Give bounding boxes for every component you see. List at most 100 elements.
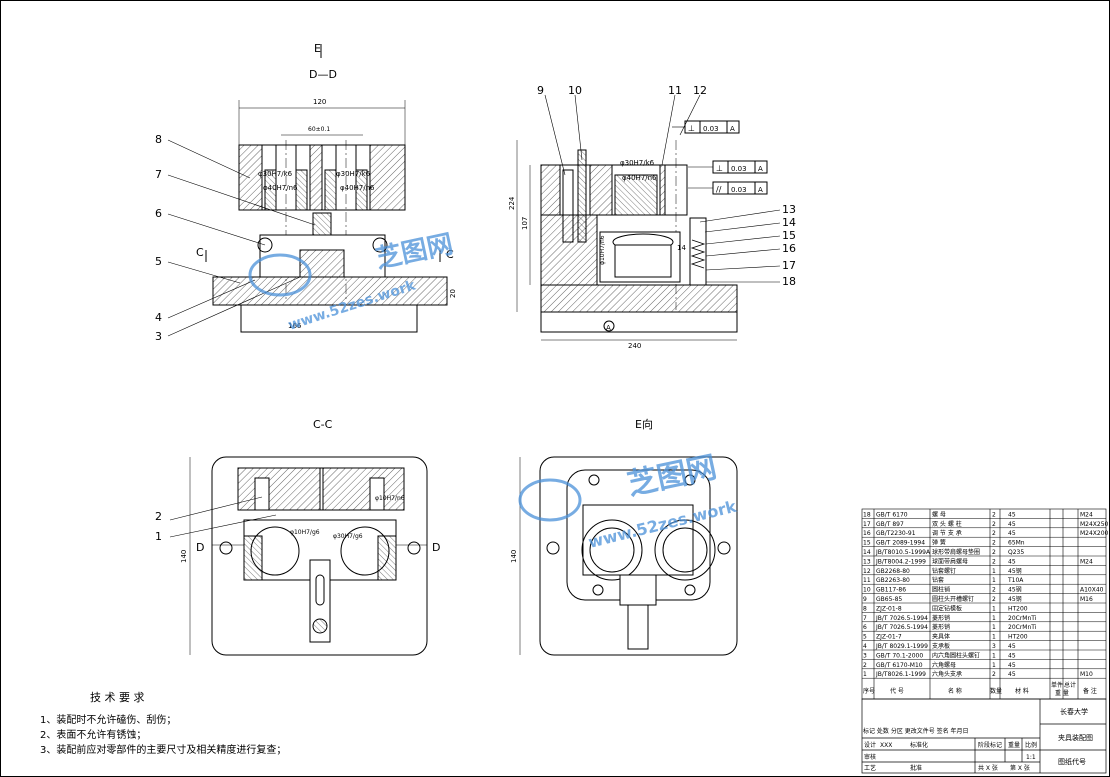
bom-cell-code: GB2263-80 <box>876 577 910 584</box>
tb-sheet-no: 第 X 张 <box>1010 764 1030 772</box>
callout-5: 5 <box>155 255 162 268</box>
bom-cell-qty: 2 <box>992 549 996 556</box>
bom-cell-mat: 45 <box>1008 671 1016 678</box>
bom-cell-no: 3 <box>863 652 867 659</box>
dim-107: 107 <box>521 217 529 230</box>
fit-4: φ40H7/n6 <box>340 184 375 192</box>
bom-cell-name: 菱形销 <box>932 623 950 631</box>
tb-design-label: 设计 <box>864 741 876 749</box>
callout-17: 17 <box>782 259 796 272</box>
bom-cell-no: 8 <box>863 605 867 612</box>
bom-cell-code: JB/T8026.1-1999 <box>875 671 926 678</box>
bom-cell-qty: 1 <box>992 662 996 669</box>
dim-14: 14 <box>677 244 686 252</box>
title-block-text: 长春大学 夹具装配图 图纸代号 标记 处数 分区 更改文件号 签名 年月日 设计… <box>863 707 1093 772</box>
bom-cell-no: 13 <box>863 558 871 565</box>
tb-check-label: 审核 <box>864 753 876 761</box>
bom-cell-qty: 1 <box>992 568 996 575</box>
bom-cell-mat: 45 <box>1008 530 1016 537</box>
callout-3: 3 <box>155 330 162 343</box>
cc-callouts: 2 1 <box>155 510 162 543</box>
bom-cell-note: M24X250 <box>1080 521 1109 528</box>
tol-value-3: 0.03 <box>731 186 747 194</box>
bom-cell-no: 10 <box>863 587 871 594</box>
bom-h-code: 代 号 <box>890 687 904 695</box>
bom-cell-name: 六角螺母 <box>932 661 956 669</box>
fit-1: φ30H7/k6 <box>258 170 293 178</box>
callout-16: 16 <box>782 242 796 255</box>
bom-cell-note: M24 <box>1080 558 1093 565</box>
fit-3: φ30H7/k6 <box>336 170 371 178</box>
side-base <box>540 284 738 313</box>
bom-cell-name: 圆柱销 <box>932 586 950 594</box>
bom-cell-code: ZJZ-01-8 <box>876 605 902 612</box>
bom-cell-code: ZJZ-01-7 <box>876 634 902 641</box>
tol-value-2: 0.03 <box>731 165 747 173</box>
bom-h-name: 名 称 <box>948 687 962 695</box>
bom-cell-mat: 65Mn <box>1008 540 1025 547</box>
bom-cell-code: GB/T 6170-M10 <box>876 662 923 669</box>
callout-10: 10 <box>568 84 582 97</box>
bom-cell-name: 螺 母 <box>932 510 946 518</box>
bom-cell-mat: 20CrMnTi <box>1008 615 1037 622</box>
view-cc: C-C 140 φ10H7/n6 φ10H7/g6 φ30H7/g6 D D <box>169 418 440 656</box>
tech-note-1: 1、装配时不允许磕伤、刮伤； <box>40 715 177 726</box>
bom-cell-mat: 45钢 <box>1008 567 1022 575</box>
callout-11: 11 <box>668 84 682 97</box>
tol-sym-2: ⊥ <box>716 164 723 173</box>
bom-cell-mat: HT200 <box>1008 605 1028 612</box>
bom-h-weight: 重 量 <box>1055 689 1069 697</box>
bom-cell-name: 调 节 支 承 <box>932 529 962 537</box>
tol-sym-3: // <box>716 185 722 194</box>
tech-notes: 技 术 要 求 1、装配时不允许磕伤、刮伤； 2、表面不允许有锈蚀； 3、装配前… <box>40 690 440 758</box>
bom-cell-qty: 2 <box>992 596 996 603</box>
section-d-left: D <box>196 541 204 554</box>
bom-cell-name: 圆柱头开槽螺钉 <box>932 595 974 603</box>
callout-6: 6 <box>155 207 162 220</box>
view-side: 240 107 224 14 φ10H7/n6 φ30H7/k6 φ40H7/n… <box>508 94 781 350</box>
section-c-right: C <box>446 248 454 261</box>
bom-cell-no: 11 <box>863 577 871 584</box>
callout-8: 8 <box>155 133 162 146</box>
bom-cell-no: 7 <box>863 615 867 622</box>
bom-cell-name: 支承板 <box>932 642 950 650</box>
dim-140-right: 140 <box>510 550 518 563</box>
bom-cell-mat: 45 <box>1008 521 1016 528</box>
bom-cell-qty: 1 <box>992 624 996 631</box>
dim-120: 120 <box>313 98 326 106</box>
bom-cell-qty: 2 <box>992 558 996 565</box>
callout-13: 13 <box>782 203 796 216</box>
bom-cell-qty: 1 <box>992 605 996 612</box>
bom-cell-code: GB117-86 <box>876 587 906 594</box>
bom-cell-name: 固定钻模板 <box>932 604 962 612</box>
bom-cell-no: 5 <box>863 634 867 641</box>
bom-cell-name: 双 头 螺 柱 <box>932 520 962 528</box>
tol-datum-1: A <box>730 125 735 133</box>
bom-cell-qty: 2 <box>992 587 996 594</box>
bom-cell-code: JB/T8004.2-1999 <box>875 558 926 565</box>
bom-cell-code: GB/T 70.1-2000 <box>876 652 923 659</box>
bom-cell-mat: Q235 <box>1008 549 1024 556</box>
tb-drawing: 夹具装配图 <box>1058 733 1093 742</box>
bom-cell-code: GB2268-80 <box>876 568 910 575</box>
tech-notes-heading: 技 术 要 求 <box>90 691 145 704</box>
tb-approve-label: 批准 <box>910 764 922 772</box>
bom-cell-qty: 1 <box>992 577 996 584</box>
callout-cc-1: 1 <box>155 530 162 543</box>
bom-cell-qty: 2 <box>992 521 996 528</box>
callout-18: 18 <box>782 275 796 288</box>
bom-cell-name: 夹具体 <box>932 633 950 641</box>
tech-note-2: 2、表面不允许有锈蚀； <box>40 730 147 741</box>
bom-cell-note: M10 <box>1080 671 1093 678</box>
bom-cell-name: 球面带肩螺母 <box>932 557 968 565</box>
view-e: E向 140 <box>510 417 738 656</box>
bom-cell-note: M16 <box>1080 596 1093 603</box>
bom-cell-qty: 2 <box>992 530 996 537</box>
bom-cell-mat: 45 <box>1008 652 1016 659</box>
section-c-left: C <box>196 246 204 259</box>
tb-stage-label: 阶段标记 <box>978 741 1002 749</box>
tb-std-label: 标准化 <box>910 741 928 749</box>
cc-fit-g6: φ10H7/g6 <box>290 529 320 536</box>
tb-school: 长春大学 <box>1060 707 1088 716</box>
bom-cell-no: 4 <box>863 643 867 650</box>
